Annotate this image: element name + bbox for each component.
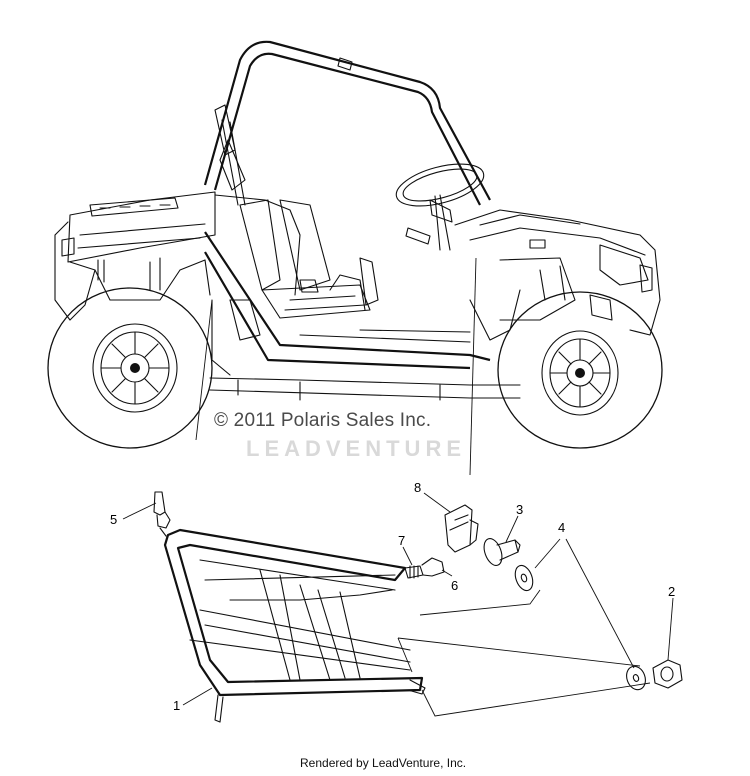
- steering-wheel: [395, 163, 485, 251]
- seats: [239, 199, 379, 319]
- rear-wheel: [47, 287, 213, 449]
- footer-text: Rendered by LeadVenture, Inc.: [300, 756, 467, 770]
- callout-6: 6: [451, 578, 458, 593]
- vehicle-illustration: [47, 40, 663, 449]
- part-6-7-clip: [404, 557, 445, 579]
- part-4-washer: [514, 564, 646, 691]
- callout-8: 8: [414, 480, 421, 495]
- copyright-text: © 2011 Polaris Sales Inc.: [214, 410, 432, 431]
- callout-7: 7: [398, 533, 405, 548]
- roll-cage: [203, 40, 491, 206]
- callout-3: 3: [516, 502, 523, 517]
- front-wheel: [497, 291, 663, 449]
- callout-1: 1: [173, 698, 180, 713]
- callout-5: 5: [110, 512, 117, 527]
- rear-body: [54, 191, 301, 321]
- part-5-pin: [153, 491, 171, 537]
- leader-vehicle-to-net: [195, 299, 213, 441]
- watermark-text: LEADVENTURE: [246, 436, 467, 461]
- callout-2: 2: [668, 584, 675, 599]
- front-body: [454, 209, 661, 341]
- callout-leaders: [122, 492, 674, 706]
- chassis: [204, 231, 521, 401]
- leader-vehicle-to-clip: [469, 257, 477, 476]
- part-3-rivet: [483, 538, 521, 566]
- part-2-nut: [652, 659, 683, 689]
- door-net-frame: [163, 528, 426, 723]
- callout-4: 4: [558, 520, 565, 535]
- assembly-lines: [397, 589, 651, 717]
- part-8-bracket: [444, 504, 479, 553]
